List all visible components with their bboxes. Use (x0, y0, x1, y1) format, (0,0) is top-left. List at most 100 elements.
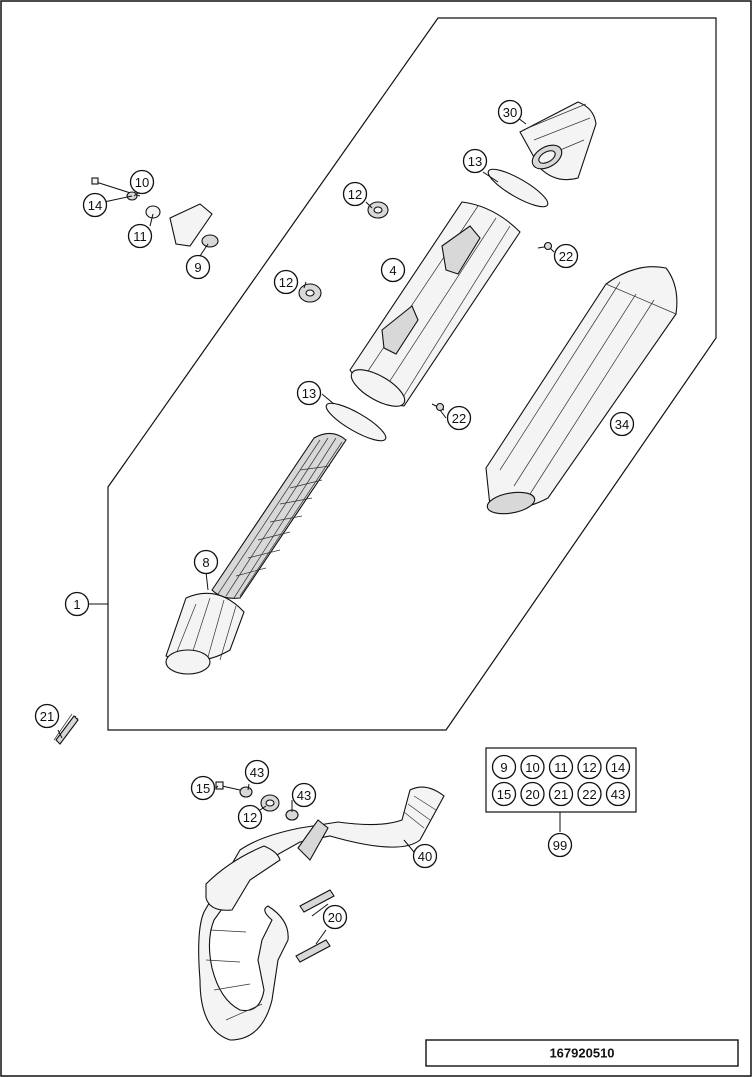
kit-item-10-text: 10 (525, 760, 539, 775)
kit-number-callout-circle (547, 832, 573, 858)
callout-34: 34 (609, 411, 635, 437)
callout-12b-text: 12 (279, 275, 293, 290)
callout-22a: 22 (553, 243, 579, 269)
callout-20-text: 20 (328, 910, 342, 925)
kit-item-15-text: 15 (497, 787, 511, 802)
seal-ring-upper (487, 168, 549, 208)
callout-43b: 43 (291, 782, 317, 808)
callout-1-text: 1 (73, 597, 80, 612)
callout-43b-text: 43 (297, 788, 311, 803)
header-springs (295, 889, 335, 963)
callout-12c-circle (237, 804, 263, 830)
callout-43a-text: 43 (250, 765, 264, 780)
callout-13a-circle (462, 148, 488, 174)
kit-item-11-circle (548, 754, 574, 780)
callout-21: 21 (34, 703, 60, 729)
callout-12b: 12 (273, 269, 299, 295)
callout-1: 1 (64, 591, 90, 617)
kit-item-10: 10 (520, 754, 545, 780)
kit-item-9-circle (491, 754, 517, 780)
kit-item-20-text: 20 (525, 787, 539, 802)
leader-11 (149, 213, 154, 227)
muffler-shell-part (485, 266, 678, 515)
kit-item-22: 22 (577, 781, 602, 807)
callout-30: 30 (497, 99, 523, 125)
kit-item-11-text: 11 (554, 760, 568, 775)
end-cap-part (519, 101, 597, 181)
callout-43b-circle (291, 782, 317, 808)
callout-20-circle (322, 904, 348, 930)
callout-10: 10 (129, 169, 155, 195)
kit-item-21-text: 21 (554, 787, 568, 802)
kit-item-20: 20 (520, 781, 545, 807)
leader-21 (57, 729, 63, 739)
leader-13b (321, 393, 335, 405)
callout-4: 4 (380, 257, 406, 283)
kit-item-14-text: 14 (611, 760, 625, 775)
callout-22a-text: 22 (559, 249, 573, 264)
kit-number-callout-text: 99 (553, 838, 567, 853)
kit-item-12: 12 (577, 754, 602, 780)
kit-item-12-text: 12 (582, 760, 596, 775)
callout-10-text: 10 (135, 175, 149, 190)
screw-lower (431, 402, 445, 412)
leader-15 (215, 785, 219, 789)
kit-item-15-circle (491, 781, 517, 807)
perforated-insert-part (165, 432, 347, 675)
kit-item-11: 11 (548, 754, 574, 780)
kit-item-20-circle (520, 781, 545, 807)
callout-40: 40 (412, 843, 438, 869)
leader-12a (365, 201, 373, 209)
kit-item-9: 9 (491, 754, 517, 780)
callout-9: 9 (185, 254, 211, 280)
callout-20: 20 (322, 904, 348, 930)
leader-22a (549, 247, 555, 253)
leader-22b (439, 409, 447, 419)
callout-43a: 43 (244, 759, 270, 785)
callout-34-text: 34 (615, 417, 629, 432)
kit-item-43-circle (605, 781, 631, 807)
callout-15: 15 (190, 775, 216, 801)
callout-40-text: 40 (418, 849, 432, 864)
callout-22b-text: 22 (452, 411, 466, 426)
callout-43a-circle (244, 759, 270, 785)
callout-14-text: 14 (88, 198, 102, 213)
kit-item-9-text: 9 (500, 760, 507, 775)
callout-22b-circle (446, 405, 472, 431)
grommet-middle (298, 283, 322, 303)
callout-10-circle (129, 169, 155, 195)
callout-13b-circle (296, 380, 322, 406)
callout-22a-circle (553, 243, 579, 269)
callout-11-text: 11 (133, 229, 147, 244)
leader-43a (247, 783, 250, 791)
leader-12b (303, 281, 307, 289)
callout-9-text: 9 (194, 260, 201, 275)
callout-13a-text: 13 (468, 154, 482, 169)
callout-12a: 12 (342, 181, 368, 207)
kit-number-callout: 99 (547, 832, 573, 858)
callout-12c: 12 (237, 804, 263, 830)
kit-item-22-circle (577, 781, 602, 807)
callout-30-text: 30 (503, 105, 517, 120)
callout-4-text: 4 (389, 263, 396, 278)
leader-12c (259, 805, 267, 811)
callout-30-circle (497, 99, 523, 125)
callout-1-circle (64, 591, 90, 617)
callout-8: 8 (193, 549, 219, 575)
kit-item-21-circle (548, 781, 574, 807)
seal-ring-lower (325, 402, 387, 442)
kit-item-14-circle (605, 754, 631, 780)
kit-item-14: 14 (605, 754, 631, 780)
grommet-upper (367, 201, 389, 219)
kit-item-15: 15 (491, 781, 517, 807)
leader-14 (103, 195, 133, 203)
kit-item-21: 21 (548, 781, 574, 807)
kit-item-10-circle (520, 754, 545, 780)
leader-13a (482, 171, 499, 183)
callout-14-circle (82, 192, 108, 218)
